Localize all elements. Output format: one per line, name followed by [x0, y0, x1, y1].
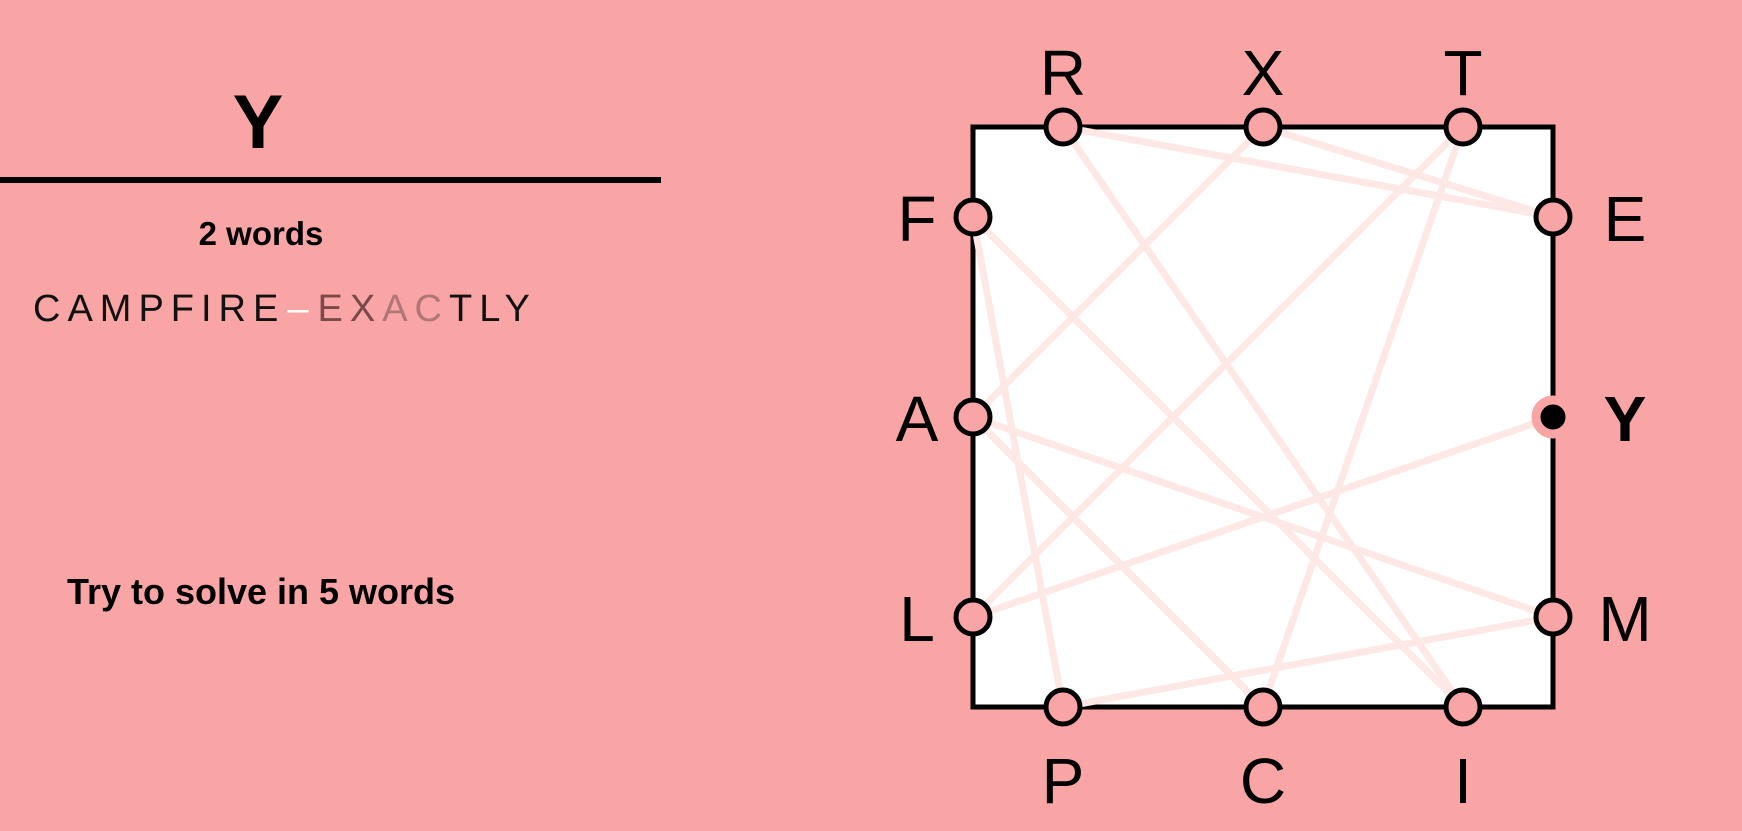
letter-label-y: Y [1604, 383, 1647, 455]
left-panel: Y 2 words CAMPFIRE–EXACTLY Try to solve … [0, 0, 661, 831]
letter-label-p: P [1042, 745, 1085, 817]
path-line-f-i [969, 213, 1467, 711]
path-line-r-e [1059, 123, 1557, 221]
solution-word-2-mid: AC [382, 288, 449, 330]
letter-label-m: M [1598, 583, 1651, 655]
path-line-m-p [1059, 613, 1557, 711]
letter-label-c: C [1240, 745, 1286, 817]
word-count: 2 words [198, 215, 324, 252]
solution-words: CAMPFIRE–EXACTLY [33, 286, 537, 332]
path-line-t-l [969, 123, 1467, 621]
path-line-e-x [1259, 123, 1557, 221]
letter-label-i: I [1454, 745, 1472, 817]
letter-node-c[interactable] [1243, 687, 1283, 727]
current-word: Y [232, 80, 284, 165]
path-line-l-y [969, 413, 1557, 621]
path-lines [969, 123, 1557, 711]
letter-label-r: R [1040, 37, 1086, 109]
letter-board-svg: R X T P C I F A L E Y M [896, 37, 1652, 817]
letter-label-x: X [1242, 37, 1285, 109]
solution-word-2-prefix: EX [317, 288, 383, 330]
letter-label-t: T [1443, 37, 1482, 109]
solution-word-1: CAMPFIRE [33, 288, 286, 330]
path-line-x-a [969, 123, 1267, 421]
letter-node-e[interactable] [1533, 197, 1573, 237]
letter-node-m[interactable] [1533, 597, 1573, 637]
letter-labels: R X T P C I F A L E Y M [896, 37, 1652, 817]
letter-node-p[interactable] [1043, 687, 1083, 727]
letter-node-a[interactable] [953, 397, 993, 437]
letter-label-f: F [897, 183, 936, 255]
path-line-c-t [1259, 123, 1467, 711]
solution-separator: – [287, 288, 316, 330]
solution-word-2-rest: TLY [449, 288, 537, 330]
letter-node-x[interactable] [1243, 107, 1283, 147]
letter-label-a: A [896, 383, 939, 455]
letter-board: R X T P C I F A L E Y M [860, 20, 1680, 820]
letter-node-i[interactable] [1443, 687, 1483, 727]
path-line-i-r [1059, 123, 1467, 711]
letter-label-l: L [899, 583, 935, 655]
path-line-a-c [969, 413, 1267, 711]
letter-node-t[interactable] [1443, 107, 1483, 147]
letter-node-f[interactable] [953, 197, 993, 237]
letter-node-l[interactable] [953, 597, 993, 637]
goal-text: Try to solve in 5 words [66, 571, 456, 612]
letter-label-e: E [1604, 183, 1647, 255]
letter-node-y[interactable] [1531, 395, 1575, 439]
divider [0, 177, 661, 183]
letter-node-r[interactable] [1043, 107, 1083, 147]
letter-nodes [953, 107, 1575, 727]
